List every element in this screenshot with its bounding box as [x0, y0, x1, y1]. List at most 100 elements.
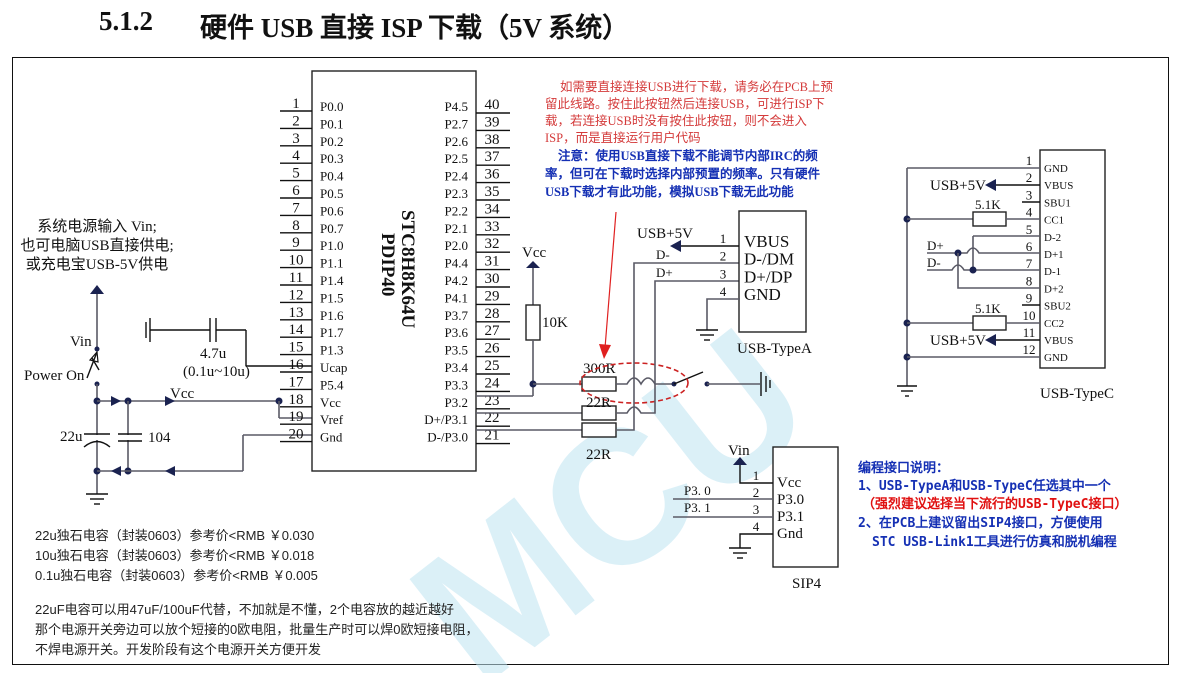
vin-power-arrow-icon — [90, 285, 104, 294]
pin-name: P2.4 — [445, 169, 469, 184]
bom-note-2: 10u独石电容（封装0603）参考价<RMB ￥0.018 — [35, 548, 314, 563]
pin-name: P2.3 — [445, 186, 468, 201]
pin-number: 21 — [485, 428, 500, 444]
ucap-value-label: 4.7u — [200, 346, 227, 362]
resistor-22r-dp-label: 22R — [586, 395, 611, 411]
pin-number: 16 — [289, 357, 305, 373]
pin-number: 34 — [485, 201, 501, 217]
pin-name: P1.3 — [320, 343, 343, 358]
pin-number: 5 — [292, 166, 300, 182]
resistor-300r-icon — [581, 376, 617, 392]
pin-name: P2.5 — [445, 151, 468, 166]
sip4-body — [772, 446, 839, 568]
chip-pin-right: 24 P3.3 — [445, 375, 510, 392]
section-title: 硬件 USB 直接 ISP 下载（5V 系统） — [200, 13, 630, 43]
usb-c-body — [1039, 149, 1106, 369]
usb-c-pin-name: CC2 — [1044, 318, 1064, 330]
pin-number: 20 — [289, 427, 304, 443]
chip-pin-right: 30 P4.2 — [445, 271, 510, 288]
sip4-pin-number: 2 — [753, 485, 760, 500]
chip-pin-right: 35 P2.3 — [445, 184, 510, 201]
pin-number: 35 — [485, 184, 500, 200]
usb-c-pin-name: GND — [1044, 352, 1068, 364]
sip4-pin-number: 3 — [753, 502, 760, 517]
chip-package: PDIP40 — [377, 233, 398, 296]
usb-c-pin-name: VBUS — [1044, 335, 1073, 347]
pin-number: 24 — [485, 375, 501, 391]
pin-name: Ucap — [320, 360, 347, 375]
pin-number: 9 — [292, 235, 300, 251]
cc2-resistor-label: 5.1K — [975, 301, 1001, 316]
usb-a-body — [738, 210, 807, 333]
usb-c-pin-number: 12 — [1023, 342, 1036, 357]
section-number: 5.1.2 — [99, 6, 153, 36]
chip-pin-left: 3 P0.2 — [280, 131, 343, 149]
pin-number: 7 — [292, 200, 300, 216]
ground-icon — [760, 372, 771, 396]
pin-name: P2.6 — [445, 134, 469, 149]
usb-a-pin-name: GND — [744, 285, 781, 304]
resistor-22r-dm-label: 22R — [586, 447, 611, 463]
isp-circuit: Vcc 10K 300R 22R — [476, 79, 833, 463]
pin-number: 8 — [292, 218, 300, 234]
cap-104-label: 104 — [148, 430, 171, 446]
pin-number: 3 — [292, 131, 300, 147]
pin-number: 30 — [485, 271, 500, 287]
pin-name: P1.7 — [320, 325, 344, 340]
power-switch-icon[interactable] — [86, 350, 100, 379]
pin-name: P0.3 — [320, 151, 343, 166]
usb5v-arrow-icon — [985, 179, 996, 191]
pin-number: 40 — [485, 97, 500, 113]
pin-name: P5.4 — [320, 377, 344, 392]
pin-name: P2.1 — [445, 221, 468, 236]
pin-number: 19 — [289, 409, 304, 425]
usb-c-pin-number: 4 — [1026, 205, 1033, 220]
ground-icon — [696, 329, 718, 341]
pin-number: 28 — [485, 306, 500, 322]
pin-number: 10 — [289, 253, 304, 269]
usb-c-pin-name: D-2 — [1044, 232, 1061, 244]
pin-name: P3.3 — [445, 377, 468, 392]
gnd-arrow-icon — [111, 466, 121, 476]
capacitor-22u-icon — [83, 433, 111, 448]
pin-name: Vref — [320, 412, 344, 427]
pin-name: P0.2 — [320, 134, 343, 149]
resistor-cc1-icon — [972, 211, 1007, 227]
sip4-net-p30: P3. 0 — [684, 483, 711, 498]
pin-name: P1.6 — [320, 308, 344, 323]
usb-c-dm-label: D- — [927, 255, 941, 270]
cap-note-1: 22uF电容可以用47uF/100uF代替，不加就是不懂，2个电容放的越近越好 — [35, 602, 454, 617]
pin-name: P4.4 — [445, 256, 469, 271]
usb-c-power-label-2: USB+5V — [930, 333, 986, 349]
usb5v-arrow-icon — [670, 240, 681, 252]
pin-name: P0.7 — [320, 221, 344, 236]
usb-c-pin-number: 3 — [1026, 187, 1033, 202]
resistor-10k-icon — [525, 304, 541, 341]
usb-a-pin-name: D+/DP — [744, 267, 792, 286]
pin-name: P4.2 — [445, 273, 468, 288]
pin-name: P3.7 — [445, 308, 469, 323]
usb-a-pin-number: 4 — [720, 284, 727, 299]
resistor-300r-label: 300R — [583, 361, 616, 377]
pin-name: P4.1 — [445, 290, 468, 305]
usb-c-pin-number: 2 — [1026, 170, 1033, 185]
usb-c-pin-number: 5 — [1026, 222, 1033, 237]
blue-note-line-2: 率，但可在下载时选择内部预置的频率。只有硬件 — [545, 166, 821, 181]
usb-c-pin-name: SBU1 — [1044, 197, 1071, 209]
vcc-arrow-icon — [165, 396, 175, 406]
chip-pin-right: 21D-/P3.0 — [427, 428, 510, 445]
power-note-2: 也可电脑USB直接供电; — [20, 237, 173, 254]
